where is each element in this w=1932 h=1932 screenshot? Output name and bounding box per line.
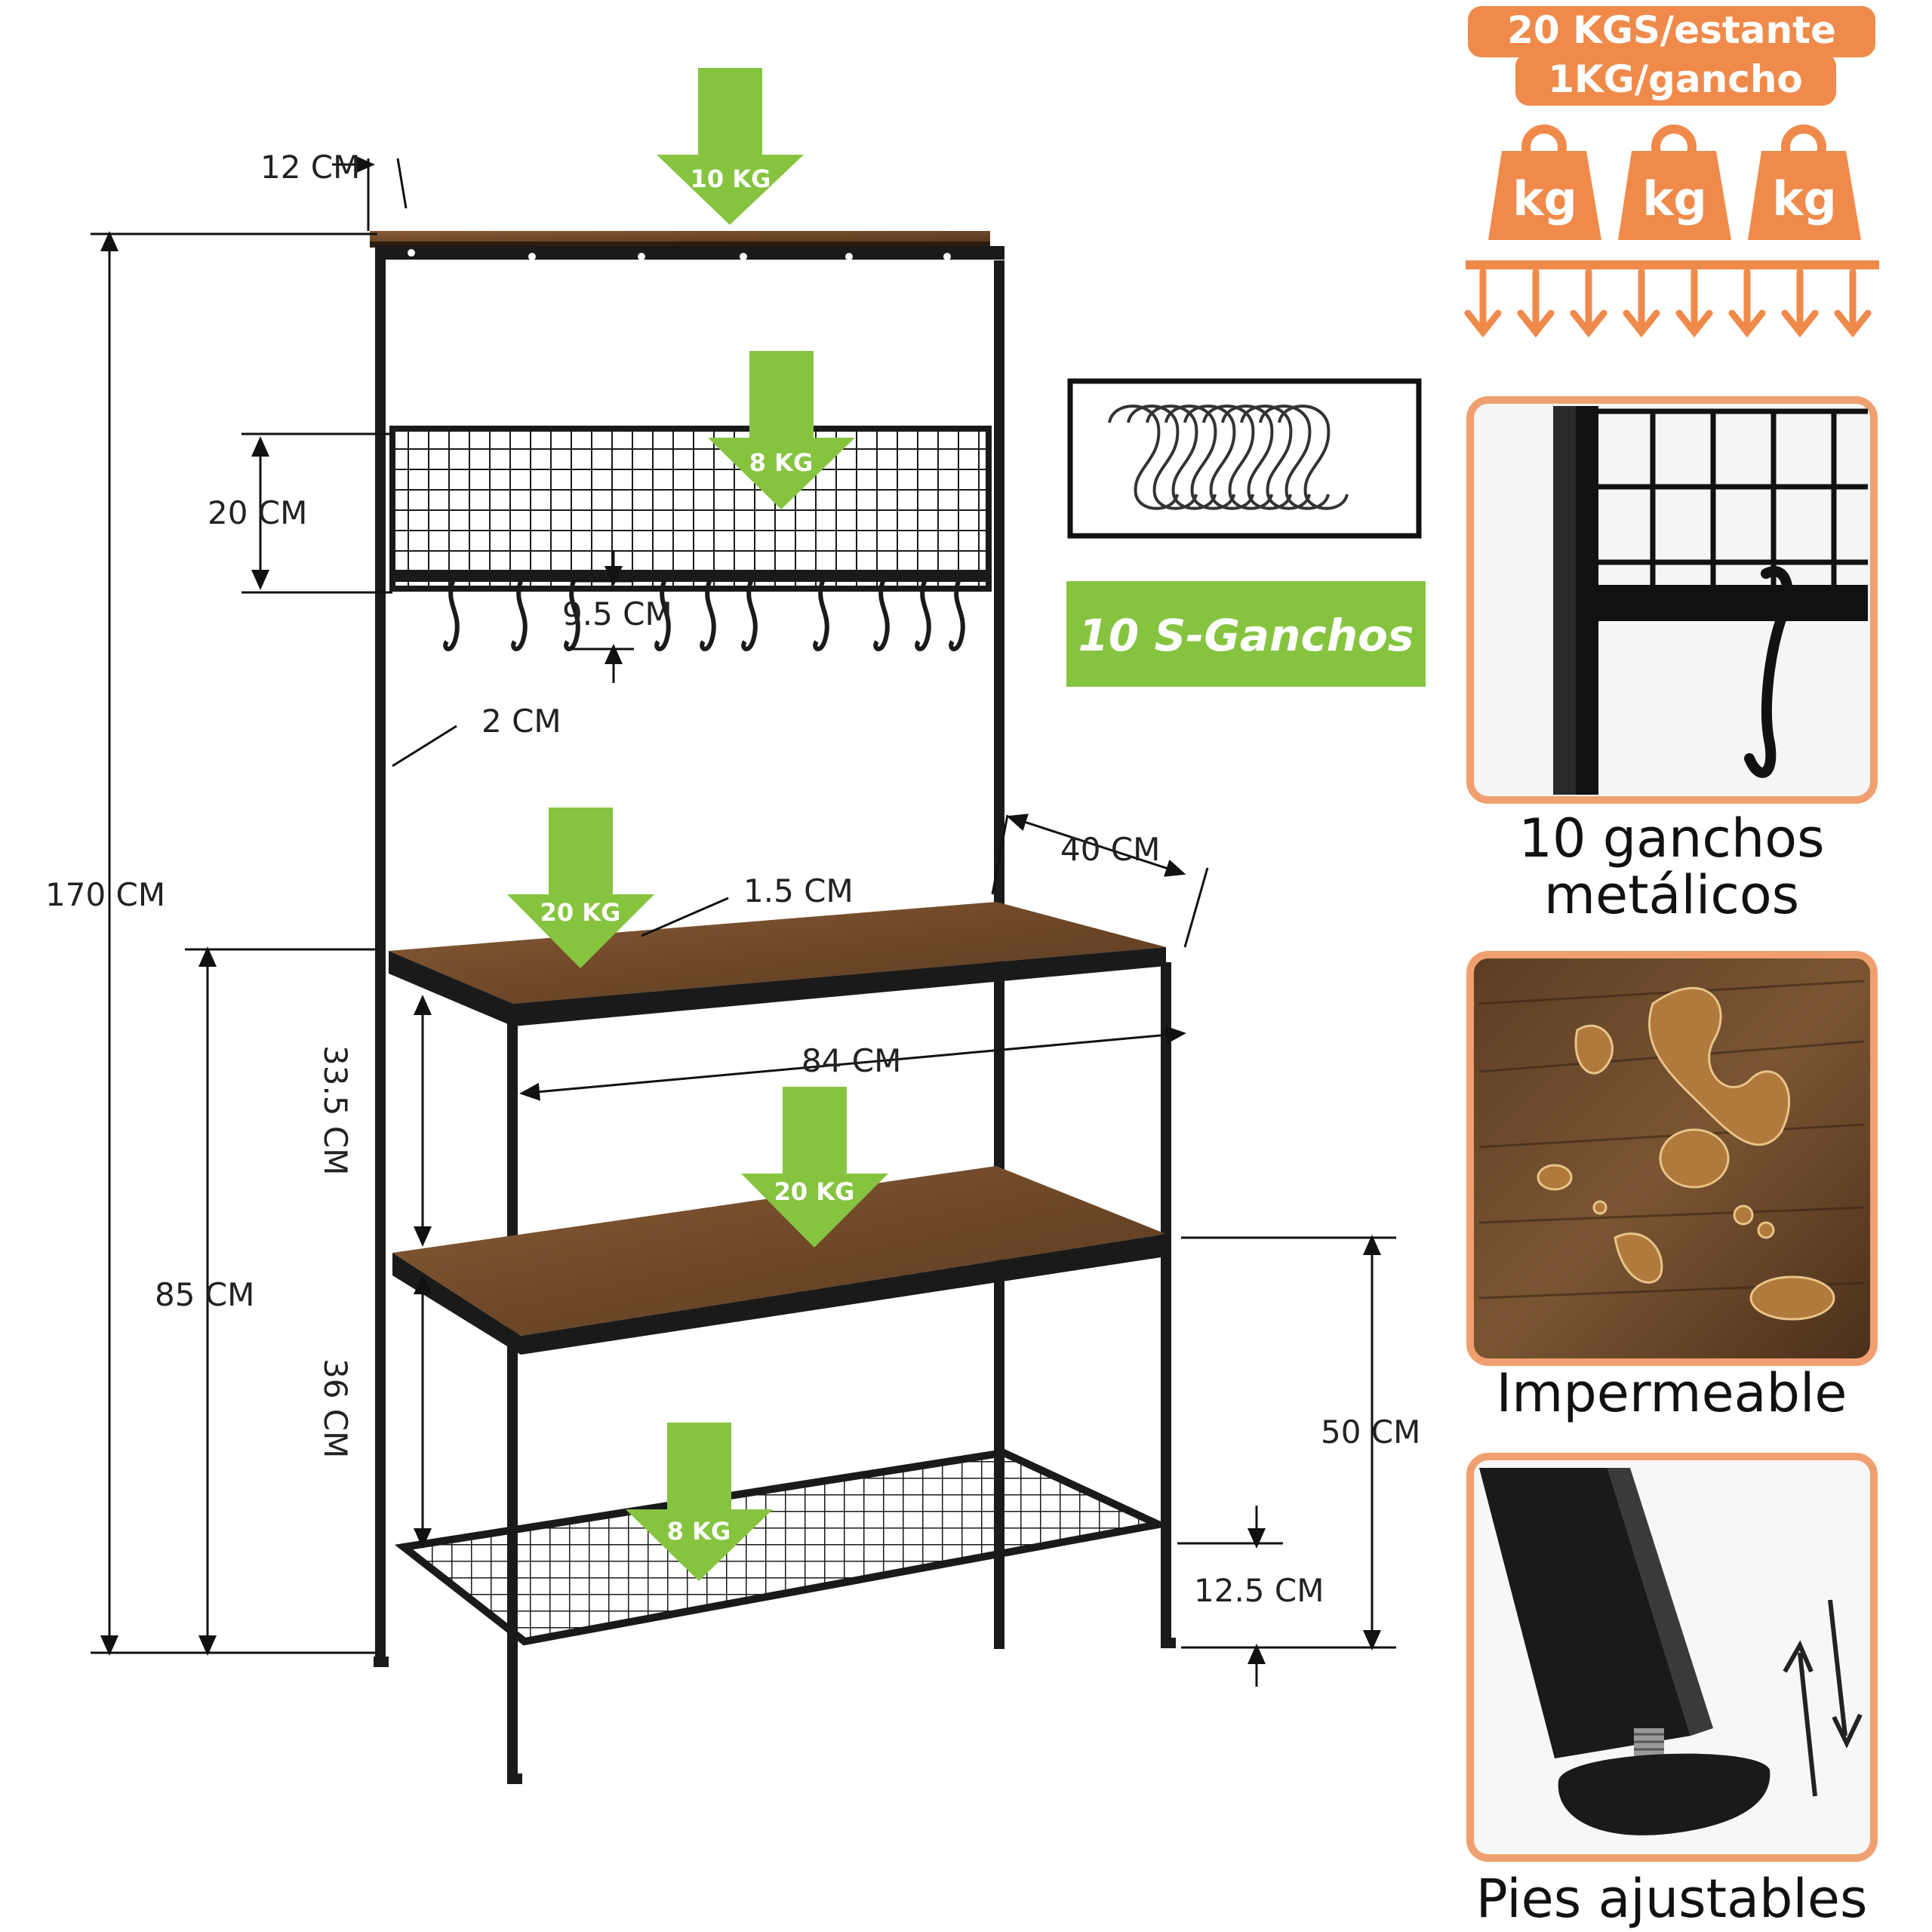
svg-text:8 KG: 8 KG bbox=[749, 448, 813, 477]
svg-text:10 S-Ganchos: 10 S-Ganchos bbox=[1078, 610, 1414, 661]
kitchen-rack-illustration bbox=[370, 231, 1176, 1784]
dim-lower-gap: 36 CM bbox=[317, 1358, 354, 1458]
hooks bbox=[443, 580, 965, 651]
svg-text:kg: kg bbox=[1642, 171, 1707, 226]
dim-grid-height: 20 CM bbox=[208, 494, 307, 531]
feature-waterproof: Impermeable bbox=[1466, 951, 1878, 1424]
dim-top-depth: 12 CM bbox=[260, 149, 360, 186]
svg-text:kg: kg bbox=[1512, 171, 1577, 226]
feature-hooks-caption-1: 10 ganchos bbox=[1518, 808, 1824, 869]
svg-text:20 KG: 20 KG bbox=[540, 898, 621, 927]
dim-tube: 2 CM bbox=[481, 703, 561, 740]
weight-icon: kg bbox=[1618, 125, 1731, 240]
load-arrow-top: 10 KG bbox=[657, 68, 804, 225]
load-arrow-upper-shelf: 20 KG bbox=[507, 808, 654, 968]
svg-text:kg: kg bbox=[1772, 171, 1837, 226]
dim-middle-shelf-height: 50 CM bbox=[1321, 1414, 1420, 1451]
dim-shelf-depth: 40 CM bbox=[1060, 831, 1160, 868]
svg-text:10 KG: 10 KG bbox=[691, 165, 771, 193]
load-arrow-middle-shelf: 20 KG bbox=[741, 1087, 888, 1247]
capacity-banner: 20 KGS/estante 1KG/gancho kg kg kg bbox=[1464, 6, 1879, 338]
weight-icon: kg bbox=[1748, 125, 1861, 240]
feature-hooks-caption-2: metálicos bbox=[1544, 864, 1799, 926]
feature-hooks: 10 ganchos metálicos bbox=[1466, 396, 1878, 926]
capacity-hook-text: 1KG/gancho bbox=[1548, 57, 1803, 101]
dim-bottom-clearance: 12.5 CM bbox=[1194, 1572, 1324, 1609]
dim-board-thickness: 1.5 CM bbox=[743, 872, 854, 909]
dim-total-height: 170 CM bbox=[45, 876, 165, 913]
capacity-shelf-text: 20 KGS/estante bbox=[1507, 8, 1836, 52]
svg-text:8 KG: 8 KG bbox=[667, 1517, 731, 1546]
load-arrow-bottom-shelf: 8 KG bbox=[626, 1423, 773, 1581]
up-down-arrows-icon bbox=[1783, 1599, 1863, 1797]
dim-hook-gap: 9.5 CM bbox=[562, 595, 672, 632]
dim-shelf-height: 85 CM bbox=[155, 1276, 254, 1313]
load-arrow-grid: 8 KG bbox=[708, 351, 855, 509]
weight-icon: kg bbox=[1488, 125, 1601, 240]
feature-adjustable-feet: Pies ajustables bbox=[1466, 1453, 1878, 1930]
feature-waterproof-caption: Impermeable bbox=[1497, 1362, 1847, 1424]
down-arrows-icon bbox=[1464, 268, 1872, 338]
dim-width: 84 CM bbox=[801, 1042, 901, 1079]
water-drops bbox=[1537, 986, 1835, 1321]
svg-text:20 KG: 20 KG bbox=[774, 1177, 855, 1206]
dim-upper-gap: 33.5 CM bbox=[317, 1045, 354, 1175]
hooks-count-badge: 10 S-Ganchos bbox=[1066, 581, 1426, 687]
feature-feet-caption: Pies ajustables bbox=[1476, 1868, 1868, 1930]
s-hooks-illustration bbox=[1067, 378, 1422, 539]
